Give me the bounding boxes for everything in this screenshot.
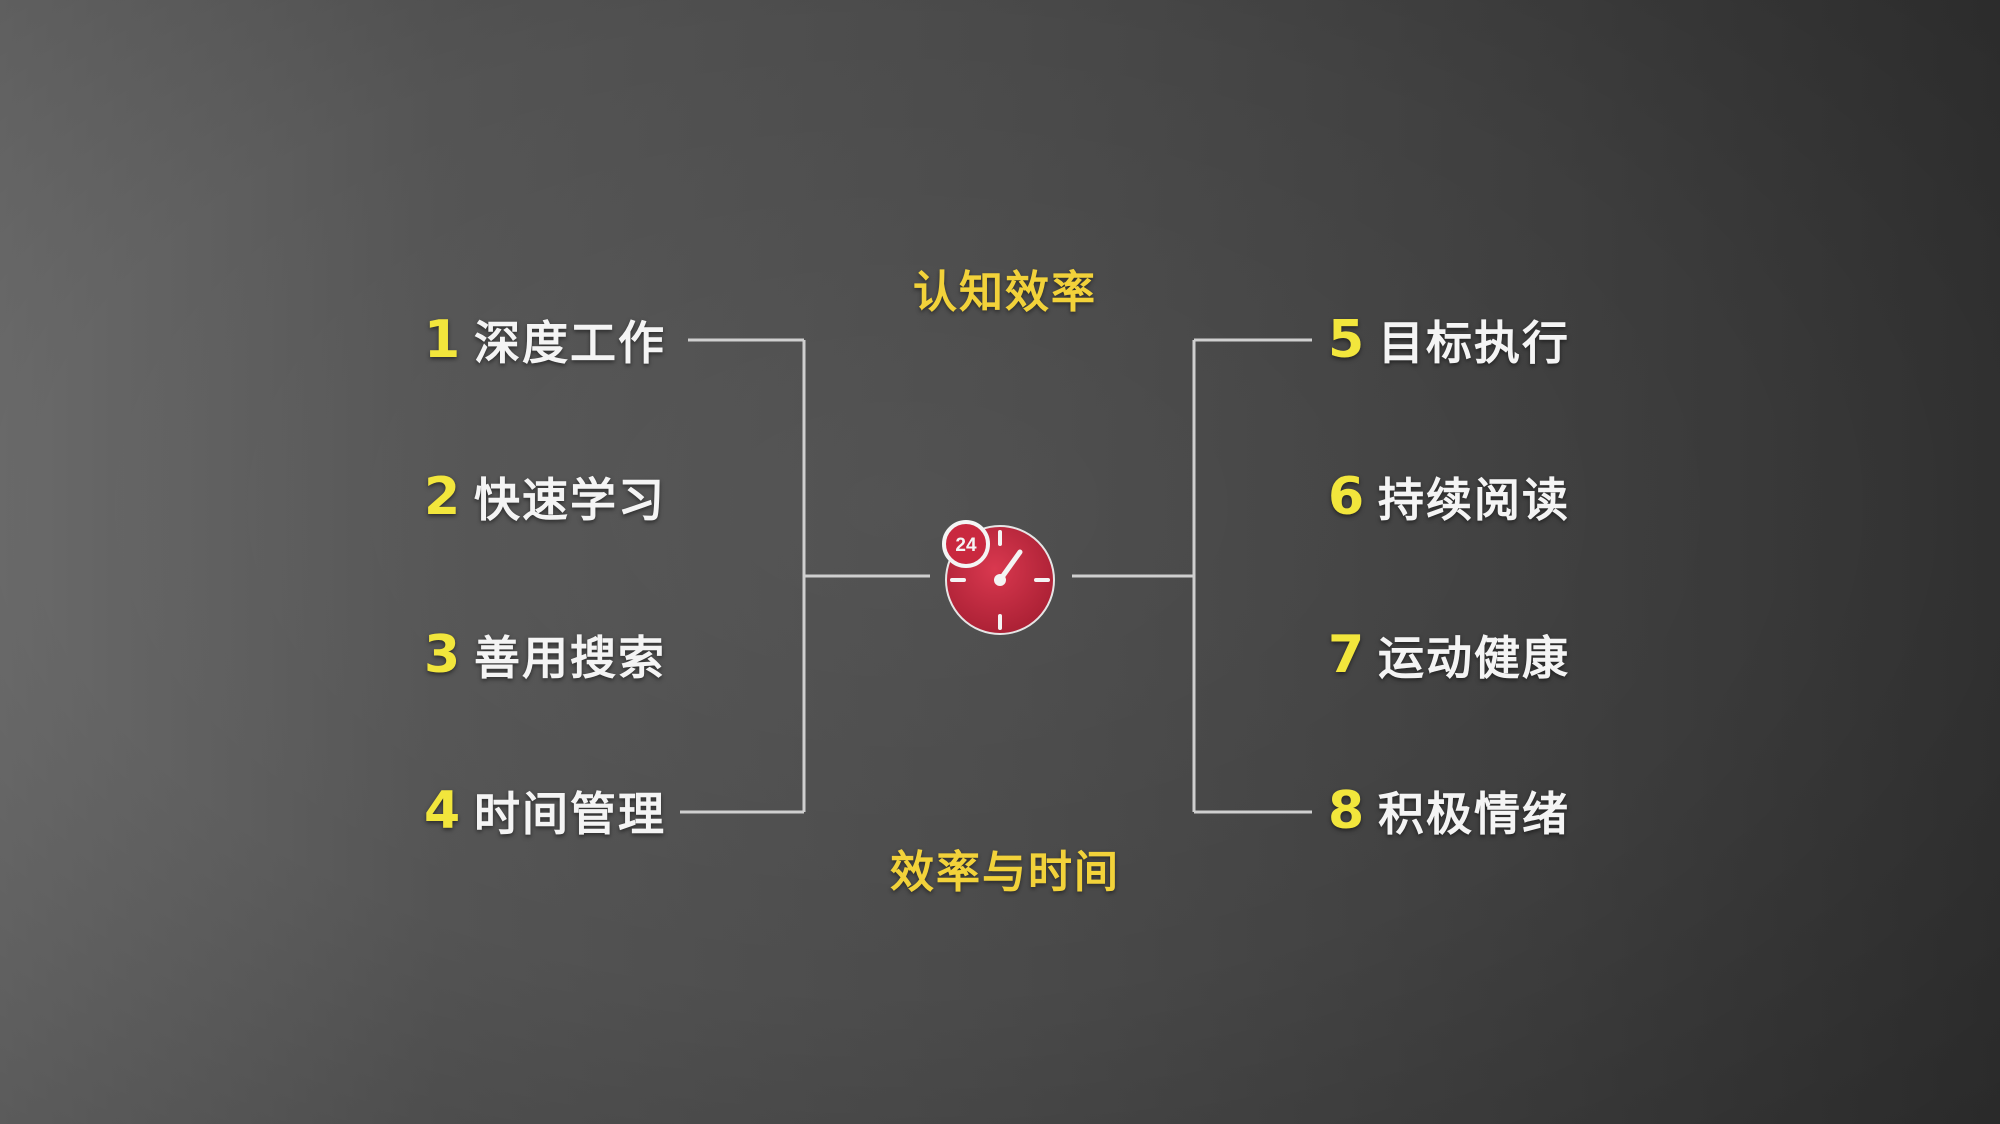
- item-label: 运动健康: [1378, 631, 1570, 685]
- item-number: 7: [1328, 625, 1365, 685]
- item-label: 深度工作: [474, 316, 666, 370]
- item-number: 6: [1328, 467, 1365, 527]
- bottom-heading: 效率与时间: [890, 847, 1120, 898]
- item-number: 3: [424, 625, 461, 685]
- item-label: 快速学习: [474, 473, 666, 527]
- list-item-2: 2 快速学习: [424, 462, 666, 532]
- item-label: 目标执行: [1378, 316, 1570, 370]
- item-number: 5: [1328, 310, 1365, 370]
- top-heading: 认知效率: [913, 267, 1097, 318]
- item-number: 1: [424, 310, 461, 370]
- item-number: 2: [424, 467, 461, 527]
- item-label: 善用搜索: [474, 631, 666, 685]
- item-number: 4: [424, 781, 461, 841]
- list-item-6: 6 持续阅读: [1328, 462, 1570, 532]
- item-label: 时间管理: [474, 787, 666, 841]
- item-label: 持续阅读: [1378, 473, 1570, 527]
- item-number: 8: [1328, 781, 1365, 841]
- list-item-1: 1 深度工作: [424, 305, 666, 375]
- list-item-3: 3 善用搜索: [424, 620, 666, 690]
- badge-24-text: 24: [955, 535, 977, 556]
- list-item-8: 8 积极情绪: [1328, 776, 1570, 846]
- list-item-5: 5 目标执行: [1328, 305, 1570, 375]
- item-label: 积极情绪: [1378, 787, 1570, 841]
- stopwatch-icon: 24: [942, 520, 1055, 635]
- badge-24: [942, 520, 990, 568]
- list-item-4: 4 时间管理: [424, 776, 666, 846]
- list-item-7: 7 运动健康: [1328, 620, 1570, 690]
